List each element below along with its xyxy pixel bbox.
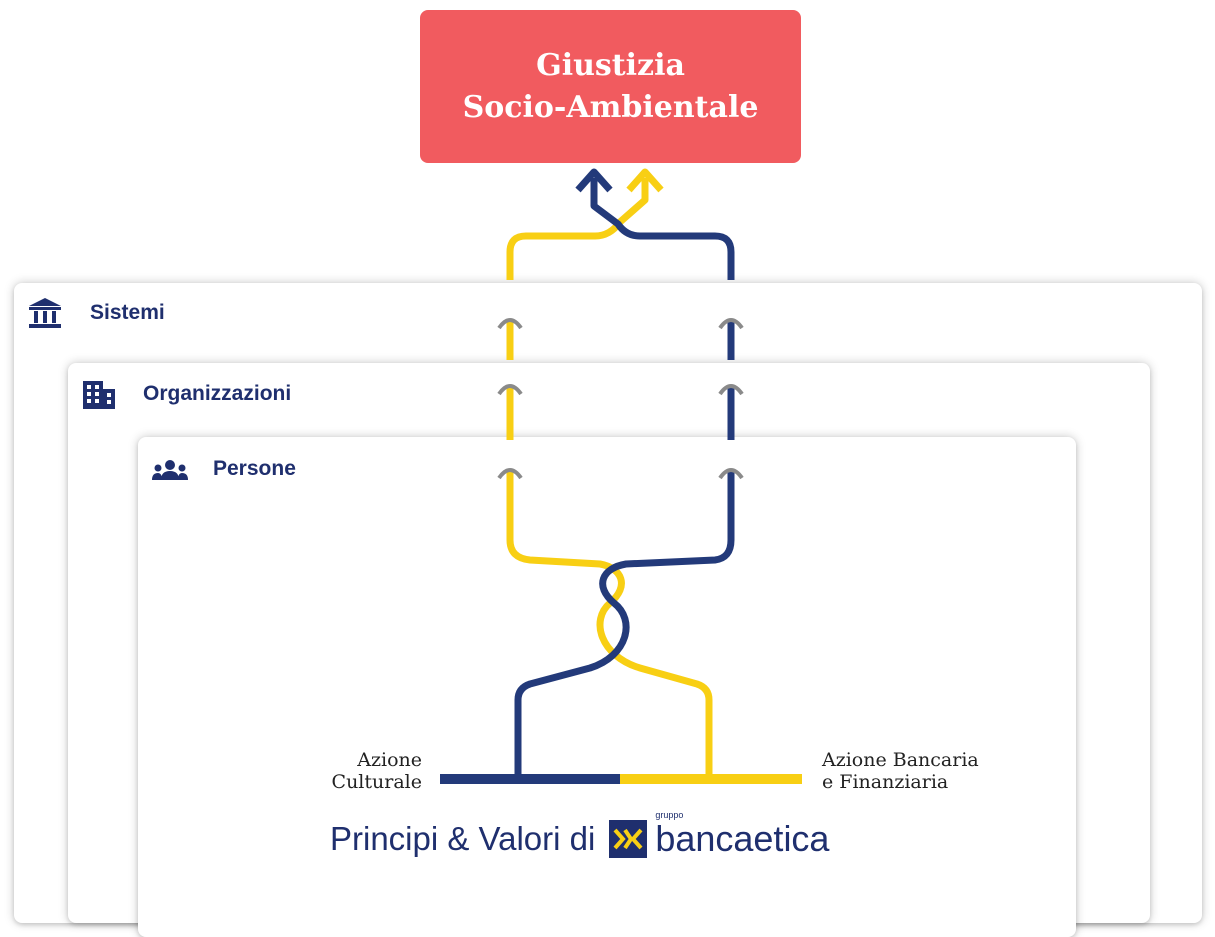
passage-cap <box>497 318 523 330</box>
passage-cap <box>718 318 744 330</box>
level-label-organizzazioni: Organizzazioni <box>143 382 292 405</box>
flow-line-blue <box>514 178 735 775</box>
flow-diagram <box>440 168 802 784</box>
label-azione-culturale-line2: Culturale <box>331 771 422 793</box>
building-icon <box>83 381 115 409</box>
brand-small: gruppo <box>655 810 684 820</box>
arrow-head-yellow <box>626 168 664 193</box>
bancaetica-logo-icon <box>609 820 648 858</box>
brand-text: bancaetica <box>655 818 830 859</box>
level-label-sistemi: Sistemi <box>90 301 165 324</box>
goal-title-line2: Socio-Ambientale <box>462 89 759 125</box>
level-label-persone: Persone <box>213 457 296 480</box>
bank-icon <box>29 298 61 328</box>
card-persone <box>138 437 1076 937</box>
goal-title-line1: Giustizia <box>536 47 685 83</box>
brand-name: gruppo bancaetica <box>655 810 830 860</box>
footer-text: Principi & Valori di <box>330 820 596 857</box>
label-azione-culturale-line1: Azione <box>357 749 422 771</box>
people-icon <box>152 460 188 480</box>
arrow-head-blue <box>575 168 613 193</box>
footer: Principi & Valori di gruppo bancaetica <box>330 810 830 860</box>
passage-cap <box>718 384 744 396</box>
goal-box: Giustizia Socio-Ambientale <box>420 10 801 163</box>
passage-cap <box>497 468 523 480</box>
label-azione-bancaria-line1: Azione Bancaria <box>822 749 979 771</box>
label-azione-bancaria: Azione Bancaria e Finanziaria <box>822 749 979 793</box>
passage-cap <box>718 468 744 480</box>
flow-line-yellow <box>506 178 713 775</box>
passage-cap <box>497 384 523 396</box>
label-azione-culturale: Azione Culturale <box>330 749 422 793</box>
label-azione-bancaria-line2: e Finanziaria <box>822 771 949 793</box>
